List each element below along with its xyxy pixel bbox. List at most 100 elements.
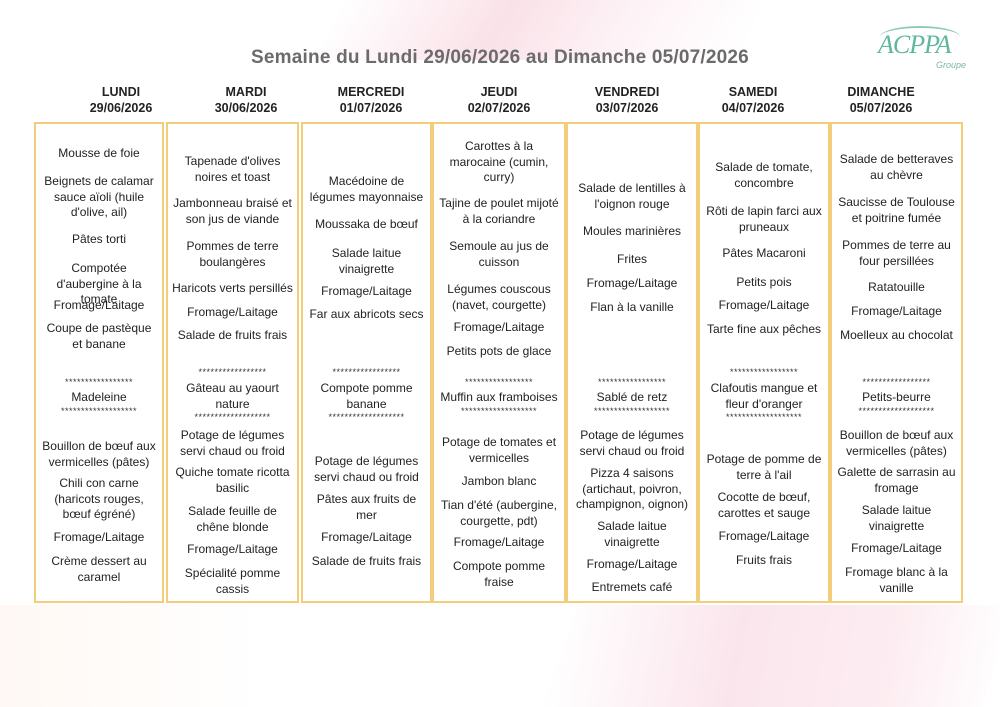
snack-item: Gâteau au yaourt nature — [186, 381, 279, 411]
snack-item: Petits-beurre — [862, 390, 931, 404]
day-header-lundi: LUNDI 29/06/2026 — [56, 84, 186, 116]
day-column-mardi: Tapenade d'olives noires et toast Jambon… — [166, 122, 299, 603]
menu-item: Tajine de poulet mijoté à la coriandre — [439, 196, 559, 226]
menu-item: Potage de tomates et vermicelles — [441, 435, 557, 465]
day-date: 05/07/2026 — [849, 101, 913, 115]
menu-item: Saucisse de Toulouse et poitrine fumée — [838, 195, 955, 225]
day-date: 03/07/2026 — [595, 101, 659, 115]
menu-item: Jambonneau braisé et son jus de viande — [173, 196, 292, 226]
menu-item: Tarte fine aux pêches — [706, 322, 822, 336]
menu-item: Quiche tomate ricotta basilic — [175, 465, 290, 495]
separator-stars: ***************** — [862, 377, 931, 387]
menu-item: Spécialité pomme cassis — [184, 566, 281, 596]
logo-arc-icon — [880, 26, 960, 48]
day-date: 30/06/2026 — [214, 101, 278, 115]
day-date: 29/06/2026 — [89, 101, 153, 115]
day-header-samedi: SAMEDI 04/07/2026 — [688, 84, 818, 116]
page-title: Semaine du Lundi 29/06/2026 au Dimanche … — [251, 47, 749, 68]
menu-item: Mousse de foie — [58, 146, 140, 160]
menu-item: Fromage blanc à la vanille — [845, 565, 948, 595]
separator-stars: ******************* — [593, 406, 671, 416]
day-column-vendredi: Salade de lentilles à l'oignon rouge Mou… — [566, 122, 698, 603]
menu-item: Légumes couscous (navet, courgette) — [447, 282, 551, 312]
menu-item: Frites — [617, 252, 647, 266]
menu-item: Petits pots de glace — [446, 344, 552, 358]
menu-item: Pâtes aux fruits de mer — [316, 492, 417, 522]
day-column-jeudi: Carottes à la marocaine (cumin, curry) T… — [432, 122, 566, 603]
day-column-samedi: Salade de tomate, concombre Rôti de lapi… — [698, 122, 830, 603]
menu-item: Salade laitue vinaigrette — [861, 503, 932, 533]
menu-item: Pommes de terre boulangères — [186, 239, 279, 269]
menu-item: Fromage/Laitage — [187, 305, 278, 319]
separator-stars: ***************** — [332, 367, 401, 377]
day-name: MERCREDI — [337, 85, 405, 99]
day-name: JEUDI — [480, 85, 518, 99]
menu-item: Fruits frais — [735, 553, 792, 567]
menu-item: Tapenade d'olives noires et toast — [184, 154, 281, 184]
menu-item: Petits pois — [736, 275, 792, 289]
menu-item: Ratatouille — [868, 280, 925, 294]
menu-item: Potage de légumes servi chaud ou froid — [314, 454, 419, 484]
menu-item: Jambon blanc — [461, 474, 537, 488]
menu-item: Salade laitue vinaigrette — [597, 519, 667, 549]
menu-item: Crème dessert au caramel — [51, 554, 147, 584]
menu-item: Coupe de pastèque et banane — [46, 321, 152, 351]
separator-stars: ******************* — [725, 412, 803, 422]
menu-item: Pizza 4 saisons (artichaut, poivron, cha… — [575, 466, 689, 511]
menu-item: Salade feuille de chêne blonde — [188, 504, 277, 534]
menu-item: Potage de légumes servi chaud ou froid — [180, 428, 285, 458]
day-column-lundi: Mousse de foie Beignets de calamar sauce… — [34, 122, 164, 603]
menu-item: Potage de pomme de terre à l'ail — [706, 452, 822, 482]
menu-item: Salade de tomate, concombre — [715, 160, 813, 190]
menu-item: Moussaka de bœuf — [315, 217, 418, 231]
menu-item: Macédoine de légumes mayonnaise — [309, 174, 424, 204]
day-name: DIMANCHE — [847, 85, 915, 99]
day-name: LUNDI — [101, 85, 141, 99]
menu-item: Pâtes Macaroni — [722, 246, 806, 260]
decorative-swoosh-bottom — [541, 605, 1000, 707]
day-header-jeudi: JEUDI 02/07/2026 — [434, 84, 564, 116]
logo-text: ACPPA — [878, 30, 952, 59]
snack-item: Clafoutis mangue et fleur d'oranger — [710, 381, 818, 411]
separator-stars: ******************* — [858, 406, 935, 416]
menu-item: Tian d'été (aubergine, courgette, pdt) — [441, 498, 557, 528]
menu-item: Fromage/Laitage — [321, 284, 412, 298]
menu-item: Moules marinières — [582, 224, 682, 238]
decorative-swoosh-left — [0, 605, 260, 707]
menu-item: Haricots verts persillés — [172, 281, 293, 295]
menu-item: Rôti de lapin farci aux pruneaux — [706, 204, 822, 234]
menu-item: Chili con carne (haricots rouges, bœuf é… — [54, 476, 144, 521]
menu-item: Flan à la vanille — [590, 300, 674, 314]
menu-item: Fromage/Laitage — [453, 320, 545, 334]
menu-item: Fromage/Laitage — [718, 529, 810, 543]
menu-item: Carottes à la marocaine (cumin, curry) — [449, 139, 549, 184]
separator-stars: ***************** — [597, 377, 667, 387]
separator-stars: ***************** — [198, 367, 267, 377]
menu-item: Cocotte de bœuf, carottes et sauge — [717, 490, 811, 520]
menu-item: Compotée d'aubergine à la tomate — [56, 261, 142, 306]
menu-item: Pâtes torti — [71, 232, 127, 246]
logo-subtitle: Groupe — [936, 60, 967, 70]
separator-stars: ******************* — [194, 412, 271, 422]
day-column-dimanche: Salade de betteraves au chèvre Saucisse … — [830, 122, 963, 603]
day-date: 04/07/2026 — [721, 101, 785, 115]
separator-stars: ***************** — [64, 377, 134, 387]
acppa-logo: ACPPA Groupe — [878, 26, 970, 74]
menu-item: Compote pomme fraise — [452, 559, 546, 589]
day-name: MARDI — [225, 85, 267, 99]
menu-item: Entremets café — [591, 580, 673, 594]
separator-stars: ***************** — [464, 377, 534, 387]
day-header-mercredi: MERCREDI 01/07/2026 — [306, 84, 436, 116]
day-date: 02/07/2026 — [467, 101, 531, 115]
snack-item: Muffin aux framboises — [440, 390, 558, 404]
menu-item: Fromage/Laitage — [586, 557, 678, 571]
menu-item: Fromage/Laitage — [187, 542, 278, 556]
day-header-mardi: MARDI 30/06/2026 — [181, 84, 311, 116]
menu-item: Fromage/Laitage — [453, 535, 545, 549]
separator-stars: ******************* — [460, 406, 538, 416]
menu-item: Salade de lentilles à l'oignon rouge — [578, 181, 686, 211]
menu-item: Far aux abricots secs — [309, 307, 424, 321]
menu-item: Bouillon de bœuf aux vermicelles (pâtes) — [42, 439, 156, 469]
separator-stars: ***************** — [729, 367, 799, 377]
menu-item: Potage de légumes servi chaud ou froid — [579, 428, 685, 458]
